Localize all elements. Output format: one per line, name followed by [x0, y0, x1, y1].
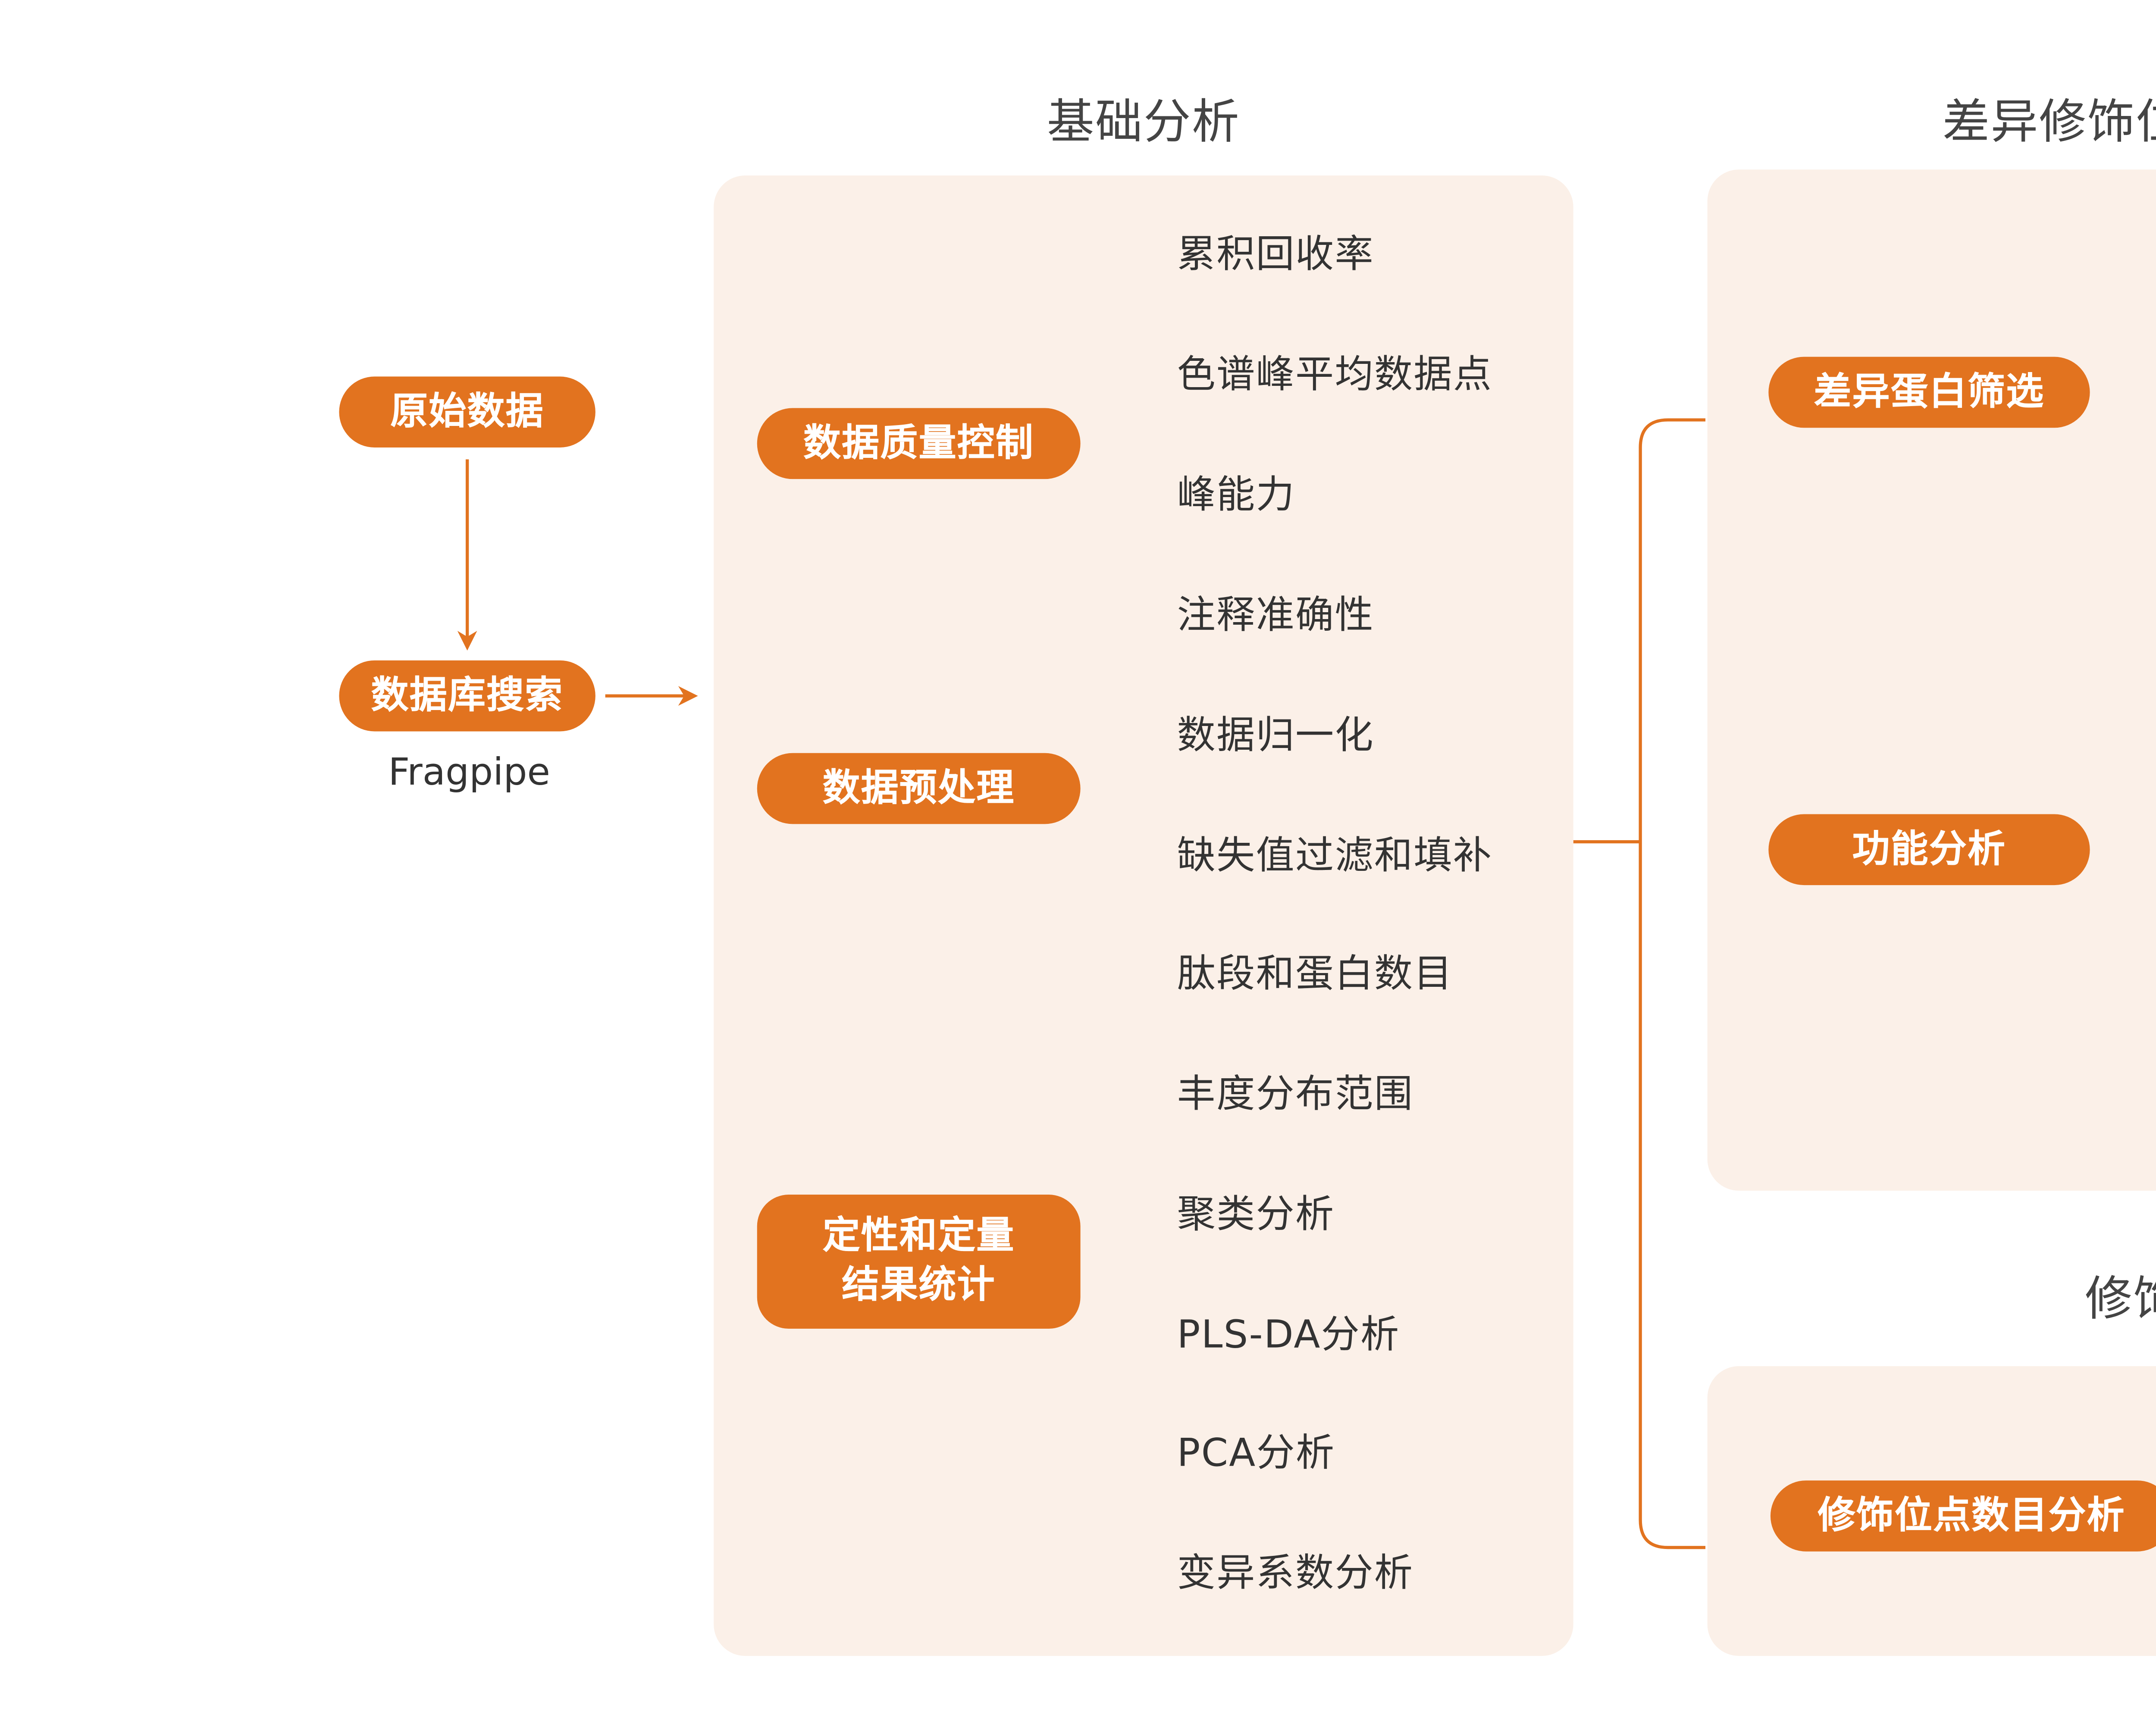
preprocessing-node: 数据预处理 [757, 753, 1081, 824]
list-item: 肽段和蛋白数目 [1177, 951, 1453, 997]
list-item: PCA分析 [1177, 1430, 1335, 1476]
list-item: 注释准确性 [1177, 592, 1374, 638]
list-item: 缺失值过滤和填补 [1177, 832, 1493, 879]
basic-analysis-title: 基础分析 [1047, 94, 1240, 150]
diff-protein-screening-node: 差异蛋白筛选 [1768, 357, 2090, 428]
list-item: 变异系数分析 [1177, 1550, 1414, 1596]
qual-quant-label-line1: 定性和定量 [822, 1214, 1015, 1258]
list-item: 聚类分析 [1177, 1192, 1335, 1237]
differential-analysis-panel [1707, 169, 2156, 1191]
search-tool-caption: Fragpipe [388, 751, 551, 795]
list-item: 峰能力 [1177, 472, 1296, 518]
quality-control-node: 数据质量控制 [757, 408, 1081, 479]
database-search-node: 数据库搜索 [339, 660, 595, 732]
raw-data-node: 原始数据 [339, 376, 595, 448]
modification-analysis-title: 修饰特色分析 [2085, 1271, 2156, 1327]
function-analysis-node: 功能分析 [1768, 814, 2090, 886]
list-item: 数据归一化 [1177, 713, 1374, 758]
differential-analysis-title: 差异修饰位点/蛋白分析 [1942, 94, 2156, 150]
qual-quant-label-line2: 结果统计 [842, 1264, 996, 1307]
list-item: 丰度分布范围 [1177, 1071, 1414, 1117]
list-item: 累积回收率 [1177, 232, 1374, 277]
list-item: 色谱峰平均数据点 [1177, 352, 1493, 397]
qual-quant-stats-node: 定性和定量 结果统计 [757, 1195, 1081, 1329]
modification-site-count-node: 修饰位点数目分析 [1770, 1480, 2156, 1552]
list-item: PLS-DA分析 [1177, 1312, 1400, 1358]
